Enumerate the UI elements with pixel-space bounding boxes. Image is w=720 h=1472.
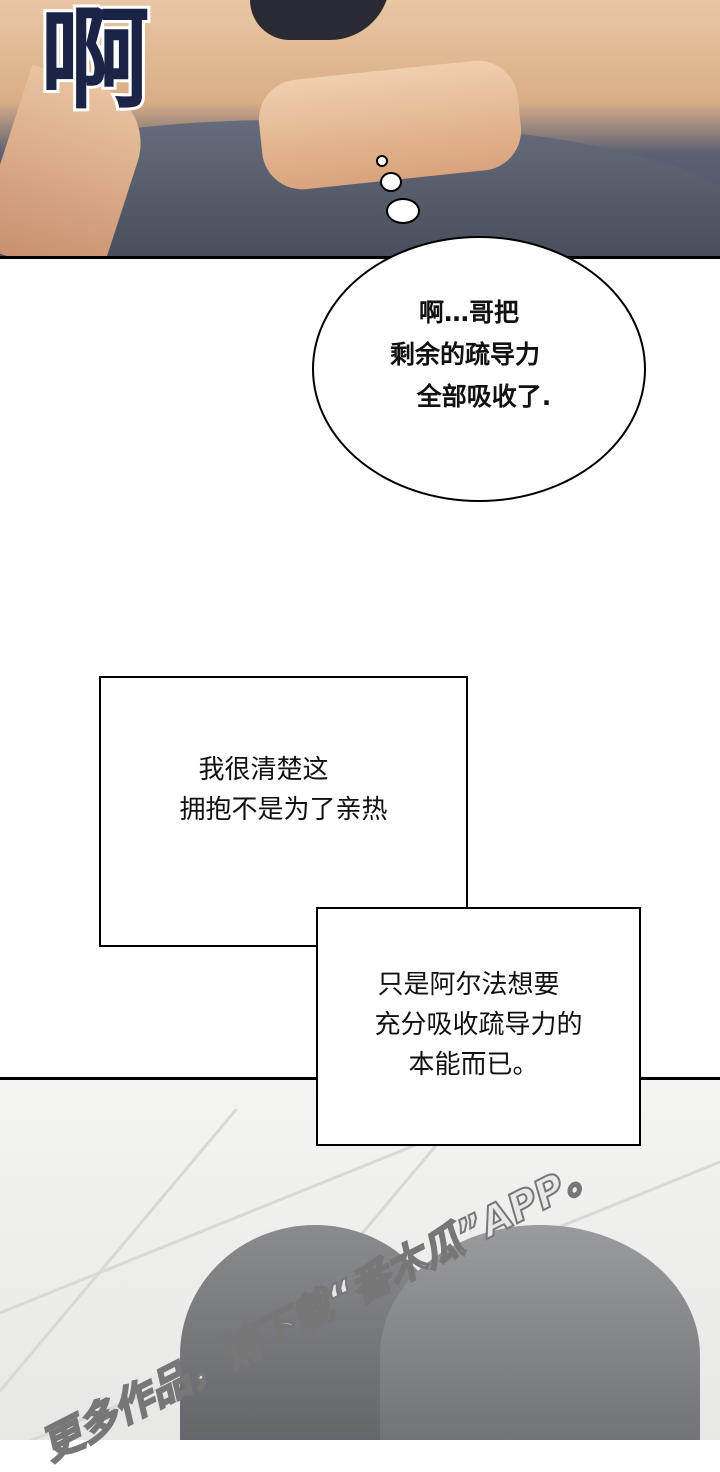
top-comic-panel: 啊 [0, 0, 720, 256]
thought-dot [376, 155, 388, 167]
panel-divider [0, 256, 720, 259]
sound-effect-text: 啊 [37, 0, 153, 127]
speech-line: 全部吸收了. [416, 382, 552, 411]
caption-text: 只是阿尔法想要 充分吸收疏导力的 本能而已。 [316, 965, 641, 1085]
speech-bubble-text: 啊…哥把 剩余的疏导力 全部吸收了. [312, 292, 646, 418]
caption-line: 只是阿尔法想要 [377, 970, 560, 1000]
thought-dot [386, 198, 420, 224]
hair-illustration [250, 0, 390, 40]
hair-illustration [380, 1225, 700, 1440]
caption-line: 充分吸收疏导力的 [374, 1010, 583, 1040]
speech-line: 剩余的疏导力 [389, 340, 540, 369]
caption-line: 我很清楚这 [198, 755, 329, 785]
caption-box [99, 676, 468, 947]
caption-line: 本能而已。 [408, 1050, 539, 1080]
caption-text: 我很清楚这 拥抱不是为了亲热 [99, 750, 468, 830]
speech-bubble [312, 236, 646, 502]
caption-box [316, 907, 641, 1146]
caption-line: 拥抱不是为了亲热 [179, 795, 388, 825]
speech-line: 啊…哥把 [418, 298, 519, 327]
thought-dot [380, 172, 402, 192]
caption-box-join [318, 909, 466, 945]
